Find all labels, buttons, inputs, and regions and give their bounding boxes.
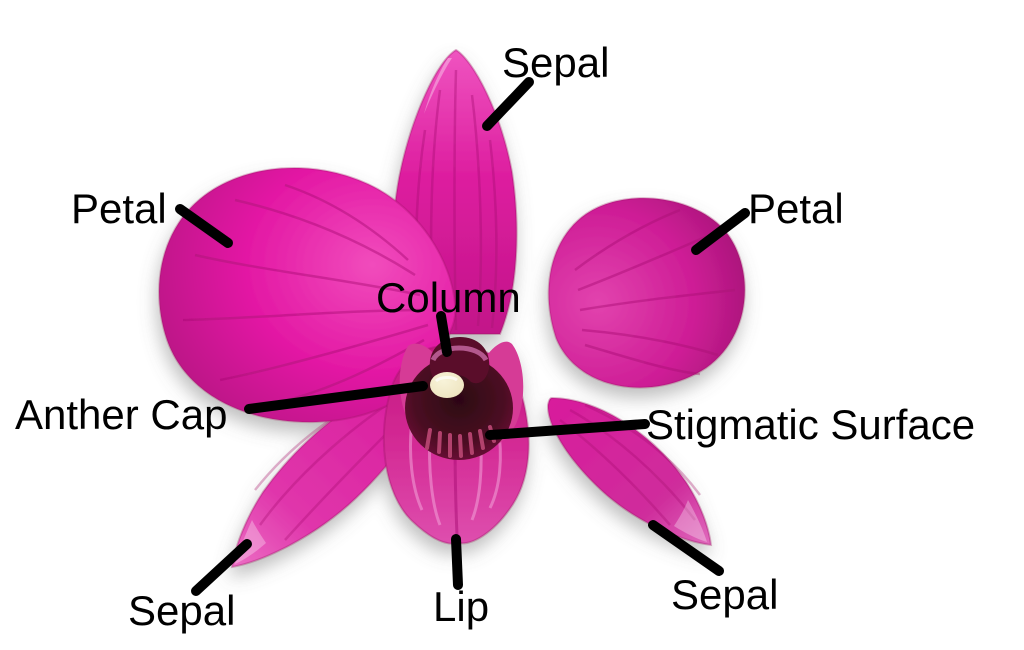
column-rim-highlight bbox=[430, 345, 489, 362]
petal-right-veins bbox=[574, 208, 736, 376]
petal-right-shape bbox=[547, 197, 746, 389]
label-stigmatic-surface: Stigmatic Surface bbox=[646, 401, 976, 448]
label-sepal-bottom-right: Sepal bbox=[671, 571, 779, 618]
label-sepal-top: Sepal bbox=[502, 39, 610, 86]
label-petal-left: Petal bbox=[71, 185, 167, 232]
leader-line-stigmatic-surface bbox=[485, 419, 650, 440]
leader-line-petal-left bbox=[175, 204, 233, 248]
leader-line-column bbox=[436, 311, 452, 357]
label-petal-right: Petal bbox=[748, 185, 844, 232]
anther-cap-shape bbox=[430, 372, 464, 398]
petal-left-shape bbox=[158, 166, 457, 424]
label-anther-cap: Anther Cap bbox=[15, 391, 228, 438]
leader-line-anther-cap bbox=[244, 381, 428, 414]
label-column: Column bbox=[376, 274, 521, 321]
leader-line-petal-right bbox=[691, 208, 750, 255]
leader-line-sepal-bottom-right bbox=[648, 520, 724, 576]
leader-line-sepal-bottom-left bbox=[191, 539, 252, 596]
sepal-bottom-right-tip-sheen bbox=[674, 500, 707, 542]
leader-lines bbox=[175, 77, 750, 596]
leader-line-lip bbox=[451, 534, 463, 590]
label-sepal-bottom-left: Sepal bbox=[128, 587, 236, 634]
label-lip: Lip bbox=[433, 583, 490, 630]
anther-cap-gleam bbox=[434, 376, 458, 383]
leader-line-sepal-top bbox=[482, 77, 534, 131]
sepal-bottom-right-shape bbox=[546, 396, 713, 547]
